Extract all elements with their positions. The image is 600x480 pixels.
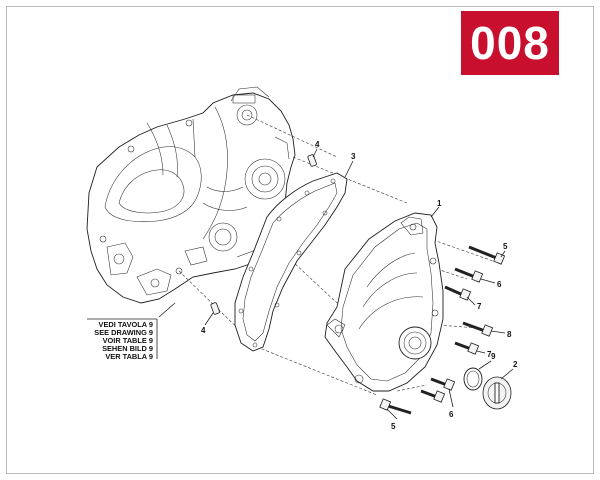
reference-line-2: SEE DRAWING 9 [94,328,153,337]
callout-6-top: 6 [497,280,502,289]
callout-9: 9 [491,352,496,361]
reference-line-5: VER TABLA 9 [105,352,153,361]
callout-6-bottom: 6 [449,410,454,419]
inspection-plug [482,376,512,410]
reference-line-1: VEDI TAVOLA 9 [99,320,153,329]
bolt-5-bottom [379,398,412,415]
crankcase-half [86,86,296,304]
reference-note: VEDI TAVOLA 9 SEE DRAWING 9 VOIR TABLE 9… [87,318,158,361]
bolt-6-bottom [420,377,456,403]
callout-7-top: 7 [477,302,482,311]
callout-leaders [158,148,514,420]
o-ring [463,367,483,391]
callout-5-top: 5 [503,242,508,251]
diagram-frame: 008 [6,6,594,474]
dowel-pin-bottom [210,302,220,315]
callout-7-bottom: 7 [487,350,492,359]
callout-4-bottom: 4 [201,326,206,335]
bolt-5-top [468,245,506,265]
callout-1: 1 [437,199,442,208]
callout-3: 3 [351,152,356,161]
exploded-view-drawing: 1 2 3 4 4 5 5 6 6 7 7 8 9 VEDI TAVOLA 9 … [86,86,518,431]
reference-line-4: SEHEN BILD 9 [102,344,153,353]
reference-line-3: VOIR TABLE 9 [103,336,153,345]
generator-cover [324,212,444,392]
callout-2: 2 [513,360,518,369]
bolt-8 [462,321,494,337]
callout-8: 8 [507,330,512,339]
dowel-pin-top [307,154,317,167]
table-number-badge: 008 [461,11,559,75]
cover-gasket [234,172,348,352]
bolt-6-top [454,267,484,283]
callout-4-top: 4 [315,140,320,149]
bolt-7-top [444,285,472,301]
bolt-7-bottom [454,341,480,355]
callout-5-bottom: 5 [391,422,396,431]
